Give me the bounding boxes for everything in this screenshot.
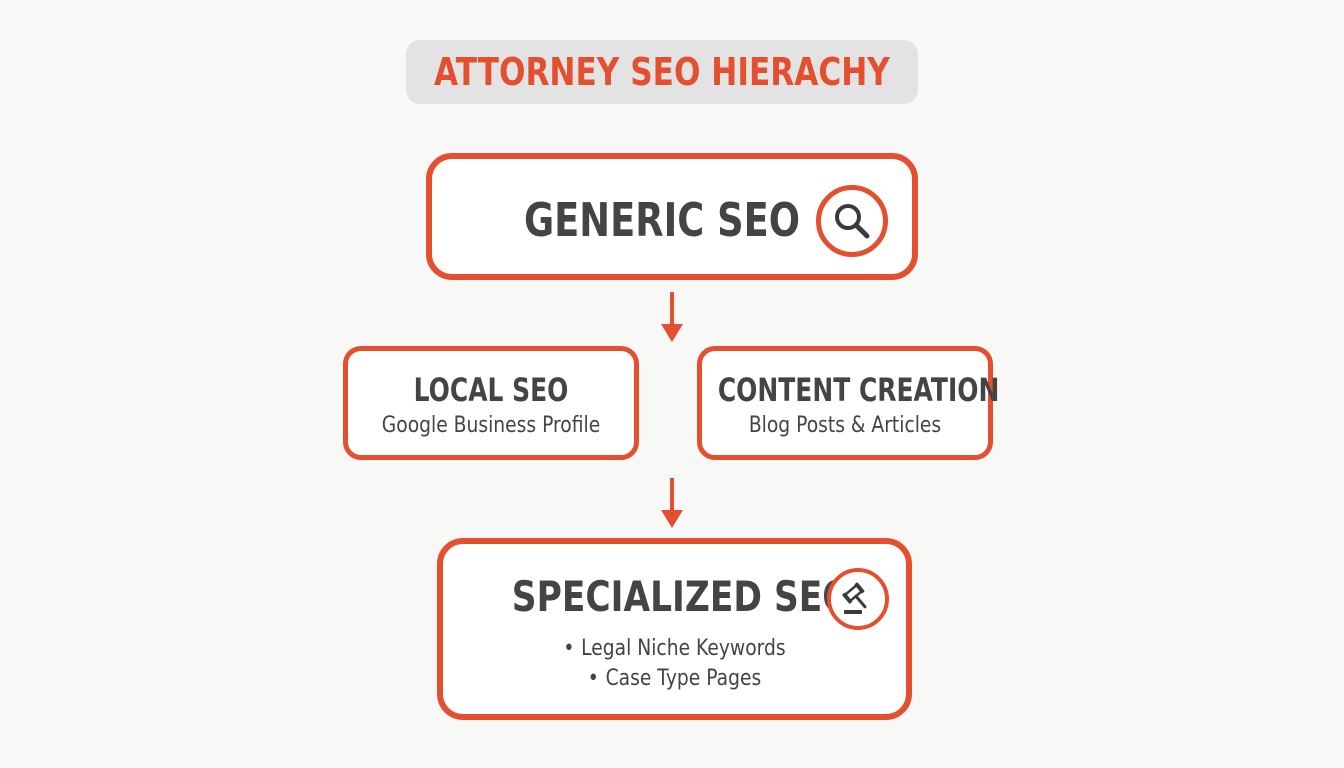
arrow-down-2 bbox=[661, 478, 683, 528]
generic-seo-label: GENERIC SEO bbox=[523, 193, 801, 247]
search-icon bbox=[816, 185, 888, 257]
local-seo-node: LOCAL SEO Google Business Profile bbox=[343, 346, 639, 460]
bullet-symbol: • bbox=[563, 636, 575, 661]
arrow-down-1 bbox=[661, 292, 683, 342]
local-seo-label: LOCAL SEO bbox=[413, 371, 569, 409]
specialized-seo-label: SPECIALIZED SEO bbox=[511, 572, 852, 621]
bullet-text: Legal Niche Keywords bbox=[581, 636, 786, 661]
specialized-seo-bullet-list: •Legal Niche Keywords •Case Type Pages bbox=[443, 634, 906, 694]
list-item: •Case Type Pages bbox=[478, 664, 872, 694]
content-creation-label: CONTENT CREATION bbox=[717, 371, 1000, 409]
specialized-seo-node: SPECIALIZED SEO •Legal Niche Keywords •C… bbox=[437, 538, 912, 720]
content-creation-sublabel: Blog Posts & Articles bbox=[748, 413, 942, 438]
local-seo-sublabel: Google Business Profile bbox=[381, 413, 601, 438]
generic-seo-node: GENERIC SEO bbox=[426, 153, 918, 280]
bullet-symbol: • bbox=[587, 666, 599, 691]
diagram-title-banner: ATTORNEY SEO HIERACHY bbox=[406, 40, 918, 104]
list-item: •Legal Niche Keywords bbox=[478, 634, 872, 664]
gavel-icon bbox=[827, 568, 889, 630]
diagram-title: ATTORNEY SEO HIERACHY bbox=[434, 50, 890, 94]
content-creation-node: CONTENT CREATION Blog Posts & Articles bbox=[697, 346, 1000, 460]
bullet-text: Case Type Pages bbox=[605, 666, 762, 691]
